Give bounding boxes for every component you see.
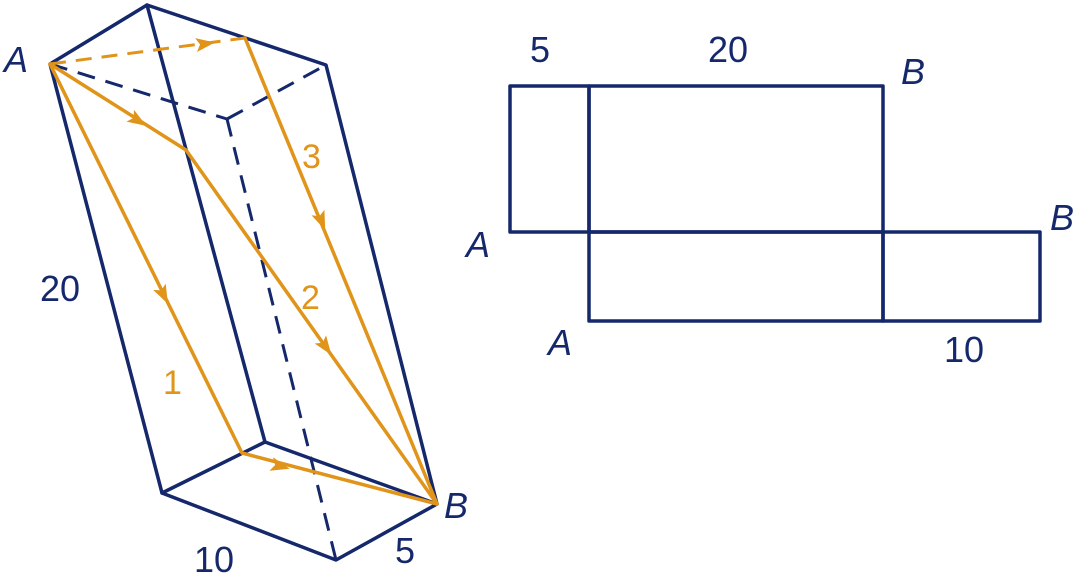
net-vertex-a-upper: A bbox=[464, 224, 490, 265]
net-label-long: 20 bbox=[708, 29, 748, 70]
net-face-end bbox=[508, 84, 591, 234]
depth-label: 5 bbox=[395, 530, 415, 571]
net-vertex-b-right: B bbox=[1050, 197, 1074, 238]
route-3-arrow-top-icon bbox=[195, 38, 215, 52]
net-label-bottom: 10 bbox=[944, 329, 984, 370]
route-3-label: 3 bbox=[302, 138, 321, 176]
edge-bottom-right bbox=[263, 440, 439, 506]
net-face-side bbox=[587, 230, 885, 323]
box-diagram: A B 20 10 5 1 2 3 bbox=[2, 3, 468, 575]
hidden-edge-top-right bbox=[226, 63, 327, 121]
net-vertex-b-upper: B bbox=[901, 51, 925, 92]
route-arrows bbox=[126, 38, 332, 471]
hidden-edge-top-left bbox=[49, 62, 228, 121]
box-hidden-edges bbox=[49, 62, 338, 561]
route-3-top-dashed bbox=[49, 36, 246, 66]
width-label: 10 bbox=[194, 539, 234, 575]
hidden-edge-vertical bbox=[225, 118, 338, 561]
route-2-arrow-upper-icon bbox=[126, 109, 147, 126]
route-1-arrow-right-icon bbox=[269, 457, 290, 471]
route-1-line bbox=[48, 62, 439, 506]
edge-front-vertical bbox=[145, 3, 267, 444]
edge-bottom-front bbox=[160, 440, 267, 495]
net-vertex-a-lower: A bbox=[546, 322, 572, 363]
net-label-small: 5 bbox=[530, 29, 550, 70]
vertex-a-label: A bbox=[2, 39, 28, 80]
vertex-b-label: B bbox=[444, 485, 468, 526]
net-face-top bbox=[587, 84, 885, 234]
route-3-arrow-down-icon bbox=[311, 209, 326, 231]
box-visible-edges bbox=[48, 3, 439, 562]
route-2-line bbox=[48, 62, 439, 506]
route-2-label: 2 bbox=[301, 279, 320, 317]
net-diagram: 5 20 10 B B A A bbox=[464, 29, 1074, 370]
net-face-bottom-end bbox=[881, 230, 1042, 323]
route-3-line bbox=[243, 36, 439, 506]
box-outline bbox=[48, 3, 439, 562]
length-label: 20 bbox=[40, 268, 80, 309]
route-1-label: 1 bbox=[163, 364, 182, 402]
route-1-arrow-down-icon bbox=[153, 283, 168, 304]
route-2-arrow-lower-icon bbox=[314, 335, 332, 355]
